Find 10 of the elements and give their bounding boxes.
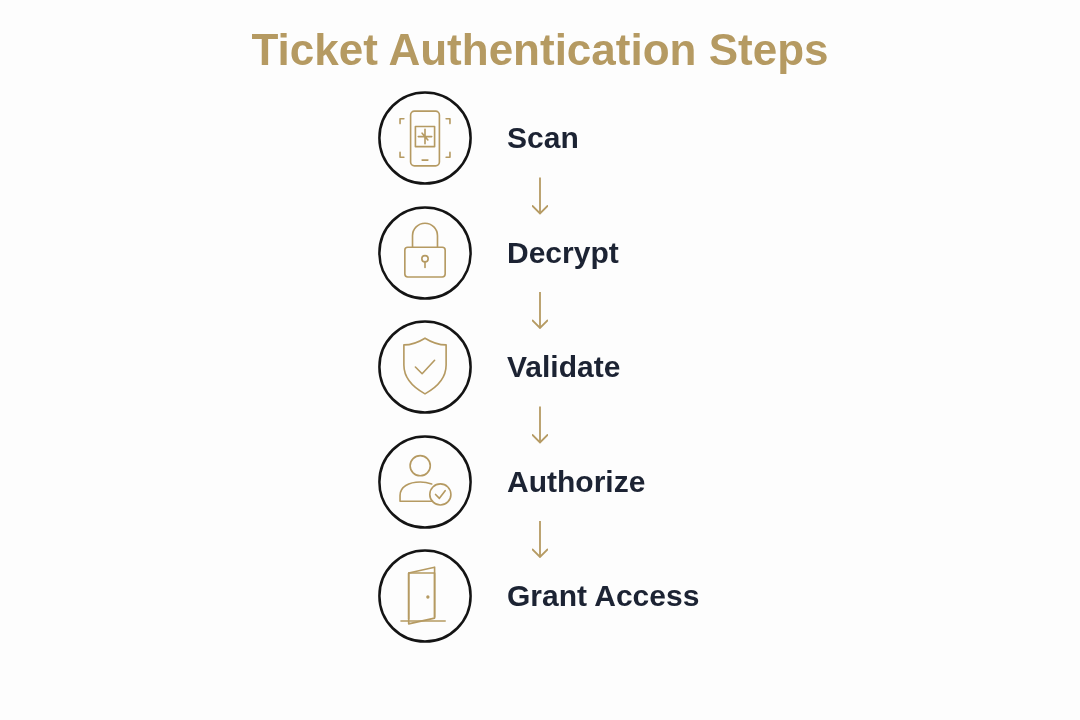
arrow (531, 176, 549, 215)
title: Ticket Authentication Steps (251, 24, 829, 76)
arrow (531, 520, 549, 558)
step-label: Authorize (507, 464, 646, 500)
step-label: Grant Access (507, 578, 700, 614)
arrow (531, 405, 549, 444)
arrow (531, 291, 549, 329)
step-label: Scan (507, 120, 579, 156)
step-label: Decrypt (507, 235, 619, 271)
step-label: Validate (507, 349, 621, 385)
